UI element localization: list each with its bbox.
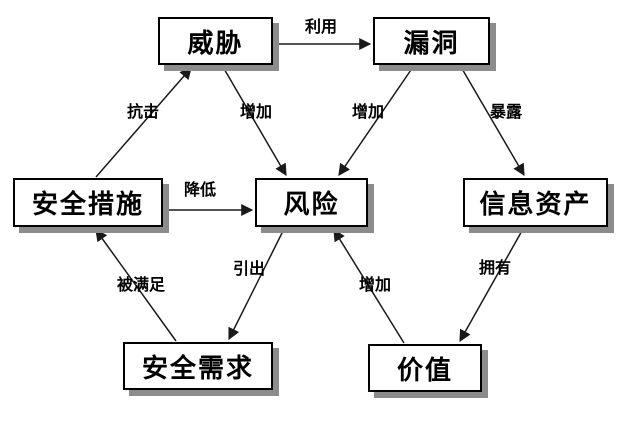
edge-label-satisfied-by: 被满足 <box>116 275 166 294</box>
edge-vulnerability-increases-risk <box>338 66 414 176</box>
edge-label-value-increase: 增加 <box>358 275 392 294</box>
edge-label-own: 拥有 <box>478 258 512 277</box>
node-value: 价值 <box>368 344 482 392</box>
edge-label-threat-increase: 增加 <box>239 102 273 121</box>
edge-safeguards-resist-threat <box>95 67 192 178</box>
node-threat: 威胁 <box>158 17 273 65</box>
node-risk: 风险 <box>255 178 368 227</box>
edge-label-lead-to: 引出 <box>232 259 266 278</box>
edge-label-resist: 抗击 <box>126 102 160 121</box>
edge-threat-increases-risk <box>222 66 287 177</box>
edge-label-reduce: 降低 <box>183 180 217 199</box>
edge-label-vulnerability-increase: 增加 <box>351 102 385 121</box>
edge-value-increases-risk <box>333 228 405 344</box>
edge-assets-have-value <box>459 228 524 343</box>
edge-label-expose: 暴露 <box>489 102 523 121</box>
edge-requirements-satisfied-by-safeguards <box>95 229 177 342</box>
edge-vulnerability-exposes-assets <box>460 66 525 177</box>
edge-label-exploit: 利用 <box>304 17 338 36</box>
node-vulnerability: 漏洞 <box>373 17 490 65</box>
node-security-requirements: 安全需求 <box>123 342 273 390</box>
node-safeguards: 安全措施 <box>13 178 163 227</box>
edge-risk-leads-to-requirements <box>228 228 285 341</box>
node-info-assets: 信息资产 <box>463 178 608 227</box>
